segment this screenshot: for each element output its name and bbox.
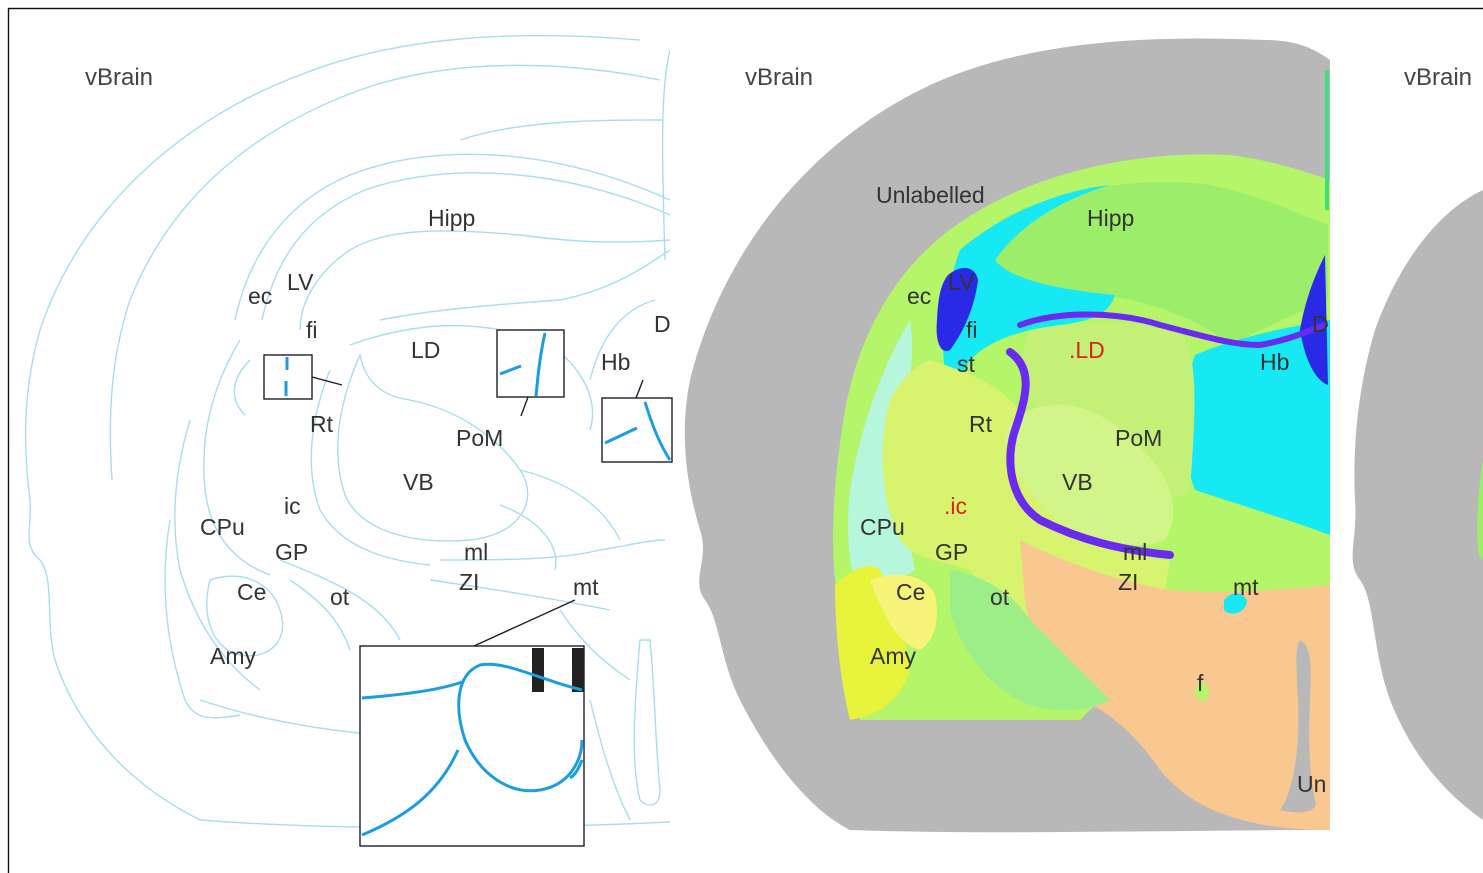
region-vb — [1005, 404, 1174, 546]
label-cpu: CPu — [200, 514, 245, 540]
third-panel-green — [1477, 460, 1483, 560]
atlas-label-vb: VB — [1062, 469, 1093, 495]
atlas-label-st: st — [957, 351, 976, 377]
label-rt: Rt — [310, 411, 334, 437]
st-leader-line — [311, 376, 343, 386]
atlas-label-rt: Rt — [969, 411, 993, 437]
third-panel-title: vBrain — [1404, 64, 1472, 91]
region-f — [1195, 683, 1209, 701]
label-pom: PoM — [456, 425, 503, 451]
label-amy: Amy — [210, 643, 257, 669]
label-fi: fi — [306, 317, 318, 343]
atlas-label-un: Un — [1297, 771, 1326, 797]
outline-panel-title: vBrain — [85, 64, 153, 91]
region-d — [1300, 255, 1328, 385]
atlas-label-d: D — [1312, 311, 1329, 337]
region-cyan-top — [943, 185, 1115, 379]
atlas-label-unlabelled: Unlabelled — [876, 182, 985, 208]
label-ml: ml — [464, 539, 488, 565]
label-gp: GP — [275, 539, 308, 565]
zoom-box-large — [359, 645, 585, 847]
atlas-label-f: f — [1197, 670, 1204, 696]
region-st-tract — [1006, 348, 1174, 559]
ld-leader-line — [520, 396, 529, 417]
hb-leader-line — [635, 379, 644, 399]
atlas-label-ce: Ce — [896, 579, 925, 605]
zoom-box-ld — [496, 329, 565, 398]
atlas-panel-title: vBrain — [745, 64, 813, 91]
region-ot — [950, 570, 1110, 711]
zoom-box-hb — [601, 397, 673, 463]
region-cyan-hb — [1183, 320, 1330, 535]
label-ot: ot — [330, 584, 350, 610]
scale-bar-mark — [532, 648, 544, 692]
label-zi: ZI — [459, 569, 479, 595]
third-panel: vBrain — [1352, 64, 1483, 820]
atlas-label-fi: fi — [966, 317, 978, 343]
large-zoom-leader-line — [473, 599, 576, 647]
label-ce: Ce — [237, 579, 266, 605]
region-fi-tract — [1017, 311, 1328, 349]
label-lv: LV — [287, 269, 314, 295]
atlas-labels: vBrain Unlabelled Hipp LV ec fi st .LD D… — [745, 64, 1329, 797]
atlas-label-cpu: CPu — [860, 514, 905, 540]
label-vb: VB — [403, 469, 434, 495]
label-hb: Hb — [601, 349, 630, 375]
label-d: D — [654, 311, 671, 337]
midline-green — [1325, 70, 1329, 210]
third-panel-brain — [1352, 190, 1483, 820]
region-hipp — [990, 181, 1328, 345]
label-ld: LD — [411, 337, 440, 363]
region-ce — [870, 575, 937, 650]
region-peach — [1020, 540, 1330, 830]
atlas-panel — [684, 38, 1330, 833]
atlas-label-pom: PoM — [1115, 425, 1162, 451]
atlas-label-ot: ot — [990, 584, 1010, 610]
atlas-label-ec: ec — [907, 283, 931, 309]
region-ventral-gray — [1280, 640, 1316, 813]
atlas-label-ml: ml — [1123, 539, 1147, 565]
atlas-label-gp: GP — [935, 539, 968, 565]
atlas-label-hipp: Hipp — [1087, 205, 1134, 231]
outline-panel: vBrain Hipp LV ec fi LD D Hb Rt PoM VB i… — [24, 34, 673, 847]
label-ic: ic — [284, 493, 301, 519]
label-mt: mt — [573, 574, 599, 600]
atlas-label-ld: .LD — [1069, 337, 1105, 363]
region-mt — [1224, 593, 1247, 614]
atlas-label-lv: LV — [948, 269, 975, 295]
atlas-label-ic: .ic — [944, 493, 967, 519]
label-hipp: Hipp — [428, 205, 475, 231]
label-ec: ec — [248, 283, 272, 309]
region-lv — [936, 268, 978, 351]
atlas-label-mt: mt — [1233, 574, 1259, 600]
cortex-outline — [24, 34, 670, 829]
atlas-label-zi: ZI — [1118, 569, 1138, 595]
atlas-label-hb: Hb — [1260, 349, 1289, 375]
atlas-label-amy: Amy — [870, 643, 917, 669]
